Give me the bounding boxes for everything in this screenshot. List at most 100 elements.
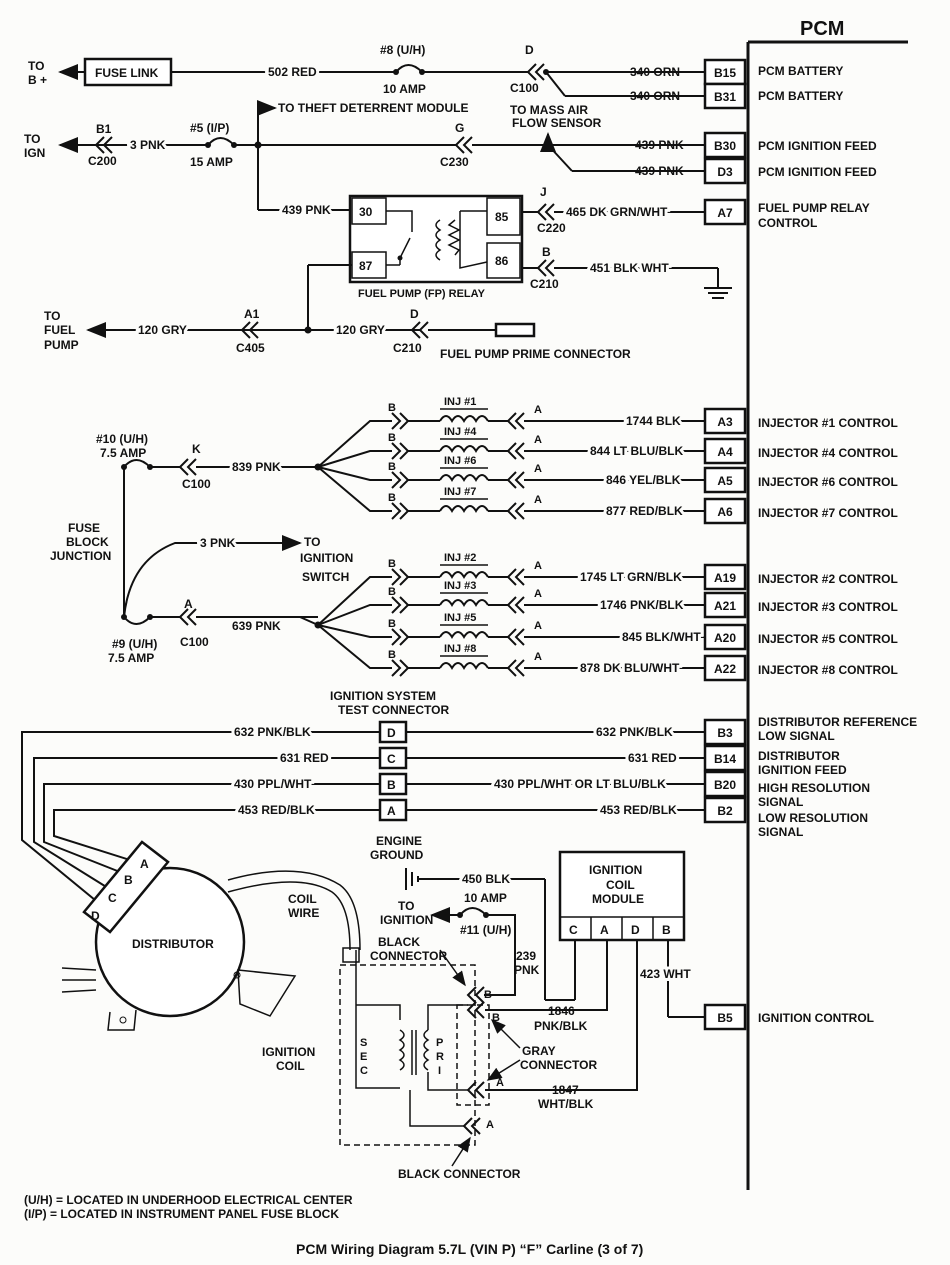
pin-box — [703, 796, 747, 824]
pin-description: SIGNAL — [758, 795, 803, 809]
pin-description: INJECTOR #2 CONTROL — [758, 572, 898, 586]
pin-label: B5 — [717, 1011, 733, 1025]
inj-name: INJ #1 — [444, 396, 476, 408]
inj-pin-b: B — [388, 618, 396, 630]
ign-switch-wire — [123, 542, 300, 618]
to-bplus-label-2: B + — [28, 73, 47, 87]
module-pin-b: B — [662, 923, 671, 937]
pin-description: HIGH RESOLUTION — [758, 781, 870, 795]
pin-description: DISTRIBUTOR REFERENCE — [758, 715, 917, 729]
maf-label: TO MASS AIR — [510, 103, 588, 117]
black-conn2-label: BLACK CONNECTOR — [398, 1167, 521, 1181]
wire-465: 465 DK GRN/WHT — [566, 205, 668, 219]
inj-conn-a — [506, 412, 525, 430]
distributor-connector — [82, 840, 170, 934]
inj-coil — [439, 599, 489, 607]
inj-conn-a — [506, 568, 525, 586]
test-conn-label-2: TEST CONNECTOR — [338, 703, 449, 717]
gray-conn-label-1: GRAY — [522, 1044, 556, 1058]
dist-pin-a: A — [140, 857, 149, 871]
fuel-pump-relay: 30 87 85 86 FUEL PUMP (FP) RELAY J C220 … — [307, 185, 732, 330]
black-conn-pin-a: A — [486, 1119, 494, 1131]
c100-label: C100 — [510, 81, 539, 95]
relay-resistor — [447, 219, 461, 256]
inj-name: INJ #8 — [444, 643, 476, 655]
module-pin-a: A — [600, 923, 609, 937]
fuse-9-label: #9 (U/H) — [112, 637, 157, 651]
injector-section: #10 (U/H) 7.5 AMP K C100 839 PNK FUSE BL… — [50, 396, 705, 678]
pin-label: A20 — [714, 631, 736, 645]
sec-label-3: C — [360, 1065, 368, 1077]
c200-label: C200 — [88, 154, 117, 168]
inj-wire-label: 1745 LT GRN/BLK — [580, 570, 682, 584]
dist-wire-d — [21, 731, 380, 901]
c405-connector-symbol — [240, 321, 259, 339]
fuse-5-symbol — [207, 137, 235, 146]
pin-description: LOW SIGNAL — [758, 729, 835, 743]
pin-description: INJECTOR #1 CONTROL — [758, 416, 898, 430]
pin-description: LOW RESOLUTION — [758, 811, 868, 825]
b1-label: B1 — [96, 122, 112, 136]
coil-tower — [342, 947, 360, 963]
fuse-link-label: FUSE LINK — [95, 66, 159, 80]
distributor-label: DISTRIBUTOR — [132, 937, 214, 951]
inj-coil — [439, 662, 489, 670]
ignition-test-connector: IGNITION SYSTEM TEST CONNECTOR D C B A 6… — [21, 689, 705, 901]
pin-description: IGNITION CONTROL — [758, 1011, 874, 1025]
pin-label: B31 — [714, 90, 736, 104]
pri-label-1: P — [436, 1037, 443, 1049]
inj-conn-b — [391, 471, 410, 489]
coil-dashed-boundary — [339, 964, 476, 1146]
wire-430-right: 430 PPL/WHT OR LT BLU/BLK — [494, 777, 666, 791]
black-connector-b-symbol — [466, 986, 485, 1004]
wire-239-1: 239 — [516, 949, 536, 963]
fuse-5-amp: 15 AMP — [190, 155, 233, 169]
fuse-8-amp: 10 AMP — [383, 82, 426, 96]
c220-label: C220 — [537, 221, 566, 235]
pin-box — [703, 437, 747, 465]
to-ign-label-2: IGN — [24, 146, 45, 160]
theft-label: TO THEFT DETERRENT MODULE — [278, 101, 468, 115]
pin-description: INJECTOR #3 CONTROL — [758, 600, 898, 614]
inj-name: INJ #3 — [444, 580, 476, 592]
pin-description: PCM IGNITION FEED — [758, 165, 877, 179]
wire-631-left: 631 RED — [280, 751, 329, 765]
module-label-3: MODULE — [592, 892, 644, 906]
inj-conn-b — [391, 412, 410, 430]
pin-label: A22 — [714, 662, 736, 676]
coil-wire-label-2: WIRE — [288, 906, 319, 920]
relay-pin-86: 86 — [495, 254, 509, 268]
dist-pin-c: C — [108, 891, 117, 905]
wire-453-left: 453 RED/BLK — [238, 803, 315, 817]
inj-conn-b — [391, 502, 410, 520]
wire-631-right: 631 RED — [628, 751, 677, 765]
pcm-pin-b5: B5 IGNITION CONTROL — [703, 1003, 874, 1031]
pin-description: INJECTOR #8 CONTROL — [758, 663, 898, 677]
ignition-coil-label-2: COIL — [276, 1059, 305, 1073]
sec-winding — [398, 1029, 405, 1071]
inj-name: INJ #4 — [444, 426, 477, 438]
c220-pin-j: J — [540, 185, 547, 199]
test-pin-a: A — [387, 804, 396, 818]
distributor: A B C D DISTRIBUTOR COIL WIRE — [61, 840, 361, 1031]
pcm-pin-a22: A22 INJECTOR #8 CONTROL — [703, 654, 898, 682]
pin-label: B30 — [714, 139, 736, 153]
pin-description: DISTRIBUTOR — [758, 749, 840, 763]
pin-box — [703, 131, 747, 159]
module-label-1: IGNITION — [589, 863, 642, 877]
inj-coil — [439, 445, 489, 453]
pcm-title: PCM — [800, 18, 844, 40]
